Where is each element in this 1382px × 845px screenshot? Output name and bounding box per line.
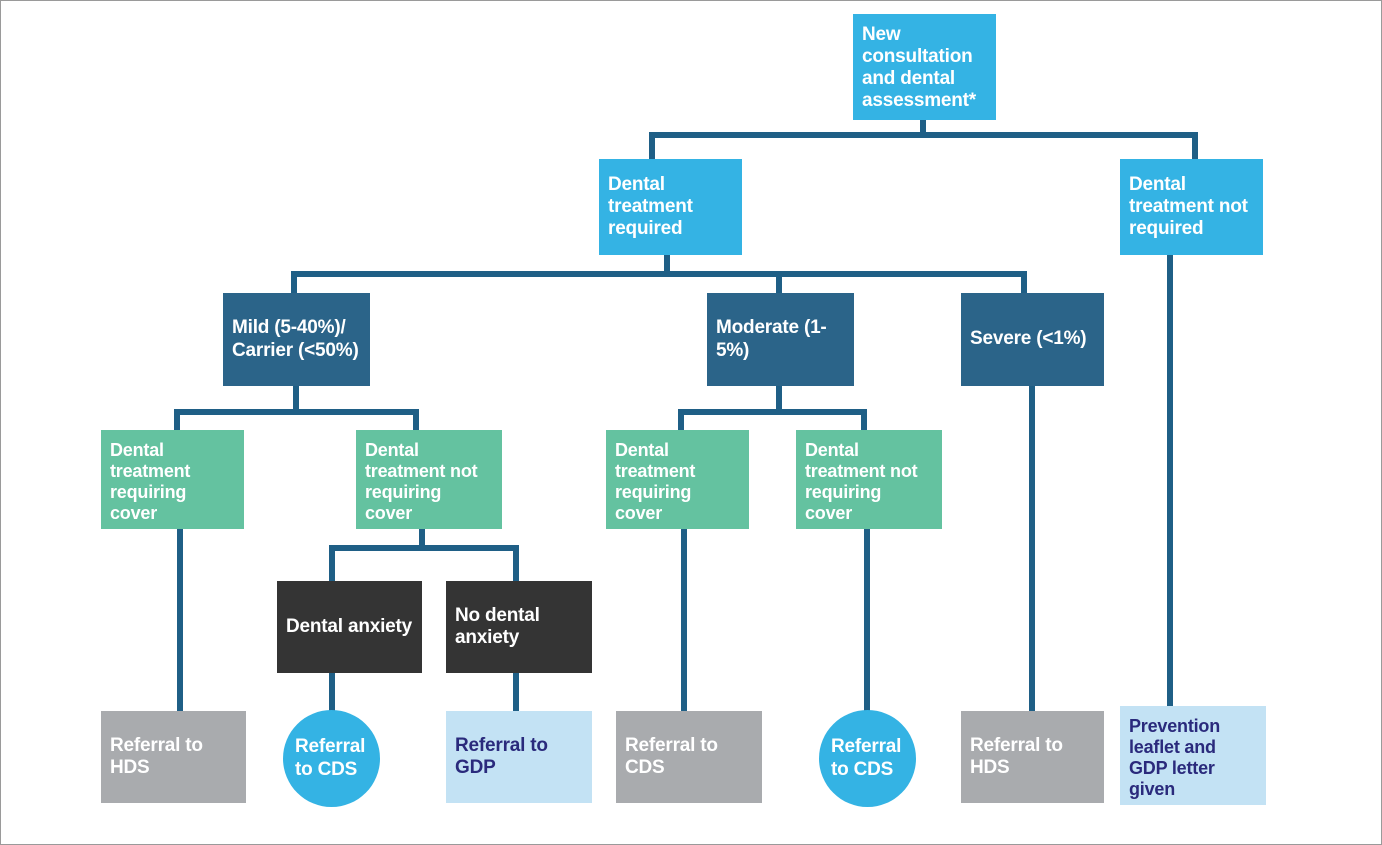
- node-root[interactable]: New consultation and dental assessment*: [853, 14, 996, 120]
- connector-to-severe: [1021, 271, 1027, 295]
- connector-level1-bar: [649, 132, 1198, 138]
- connector-mild-nocover-stem: [419, 527, 425, 549]
- connector-to-tx-required: [649, 132, 655, 162]
- connector-anxiety-bar: [329, 545, 519, 551]
- connector-mod-nocover-to-cds: [864, 527, 870, 713]
- node-mild-treatment-requiring-cover[interactable]: Dental treatment requiring cover: [101, 430, 244, 529]
- node-severe[interactable]: Severe (<1%): [961, 293, 1104, 386]
- connector-to-mild-nocover: [413, 409, 419, 433]
- connector-moderate-bar: [678, 409, 867, 415]
- connector-mild-cover-to-hds: [177, 527, 183, 713]
- connector-to-anxiety: [329, 545, 335, 581]
- connector-level2-bar: [291, 271, 1027, 277]
- node-moderate-treatment-requiring-cover[interactable]: Dental treatment requiring cover: [606, 430, 749, 529]
- connector-to-mod-nocover: [861, 409, 867, 433]
- connector-anxiety-to-cds: [329, 673, 335, 713]
- node-moderate-treatment-not-requiring-cover[interactable]: Dental treatment not requiring cover: [796, 430, 942, 529]
- connector-severe-to-hds: [1029, 384, 1035, 713]
- node-mild-treatment-not-requiring-cover[interactable]: Dental treatment not requiring cover: [356, 430, 502, 529]
- connector-to-tx-not-required: [1192, 132, 1198, 162]
- connector-tx-required-stem: [664, 253, 670, 275]
- node-dental-treatment-not-required[interactable]: Dental treatment not required: [1120, 159, 1263, 255]
- connector-tx-not-required-to-prevention: [1167, 253, 1173, 713]
- node-mild[interactable]: Mild (5-40%)/ Carrier (<50%): [223, 293, 370, 386]
- node-referral-to-hds-mild[interactable]: Referral to HDS: [101, 711, 246, 803]
- node-referral-to-gdp[interactable]: Referral to GDP: [446, 711, 592, 803]
- connector-mild-stem: [293, 384, 299, 412]
- connector-root-stem: [920, 119, 926, 137]
- node-no-dental-anxiety[interactable]: No dental anxiety: [446, 581, 592, 673]
- connector-to-no-anxiety: [513, 545, 519, 581]
- connector-no-anxiety-to-gdp: [513, 673, 519, 713]
- node-referral-to-hds-severe[interactable]: Referral to HDS: [961, 711, 1104, 803]
- node-prevention-leaflet[interactable]: Prevention leaflet and GDP letter given: [1120, 706, 1266, 805]
- connector-to-moderate: [776, 271, 782, 295]
- connector-to-mild-cover: [174, 409, 180, 433]
- node-dental-anxiety[interactable]: Dental anxiety: [277, 581, 422, 673]
- node-referral-to-cds-anxiety[interactable]: Referral to CDS: [283, 710, 380, 807]
- connector-moderate-stem: [776, 384, 782, 412]
- node-referral-to-cds-mod-nocover[interactable]: Referral to CDS: [819, 710, 916, 807]
- node-moderate[interactable]: Moderate (1-5%): [707, 293, 854, 386]
- node-referral-to-cds-mod-cover[interactable]: Referral to CDS: [616, 711, 762, 803]
- connector-mod-cover-to-cds: [681, 527, 687, 713]
- connector-to-mod-cover: [678, 409, 684, 433]
- connector-to-mild: [291, 271, 297, 295]
- node-dental-treatment-required[interactable]: Dental treatment required: [599, 159, 742, 255]
- connector-mild-bar: [174, 409, 419, 415]
